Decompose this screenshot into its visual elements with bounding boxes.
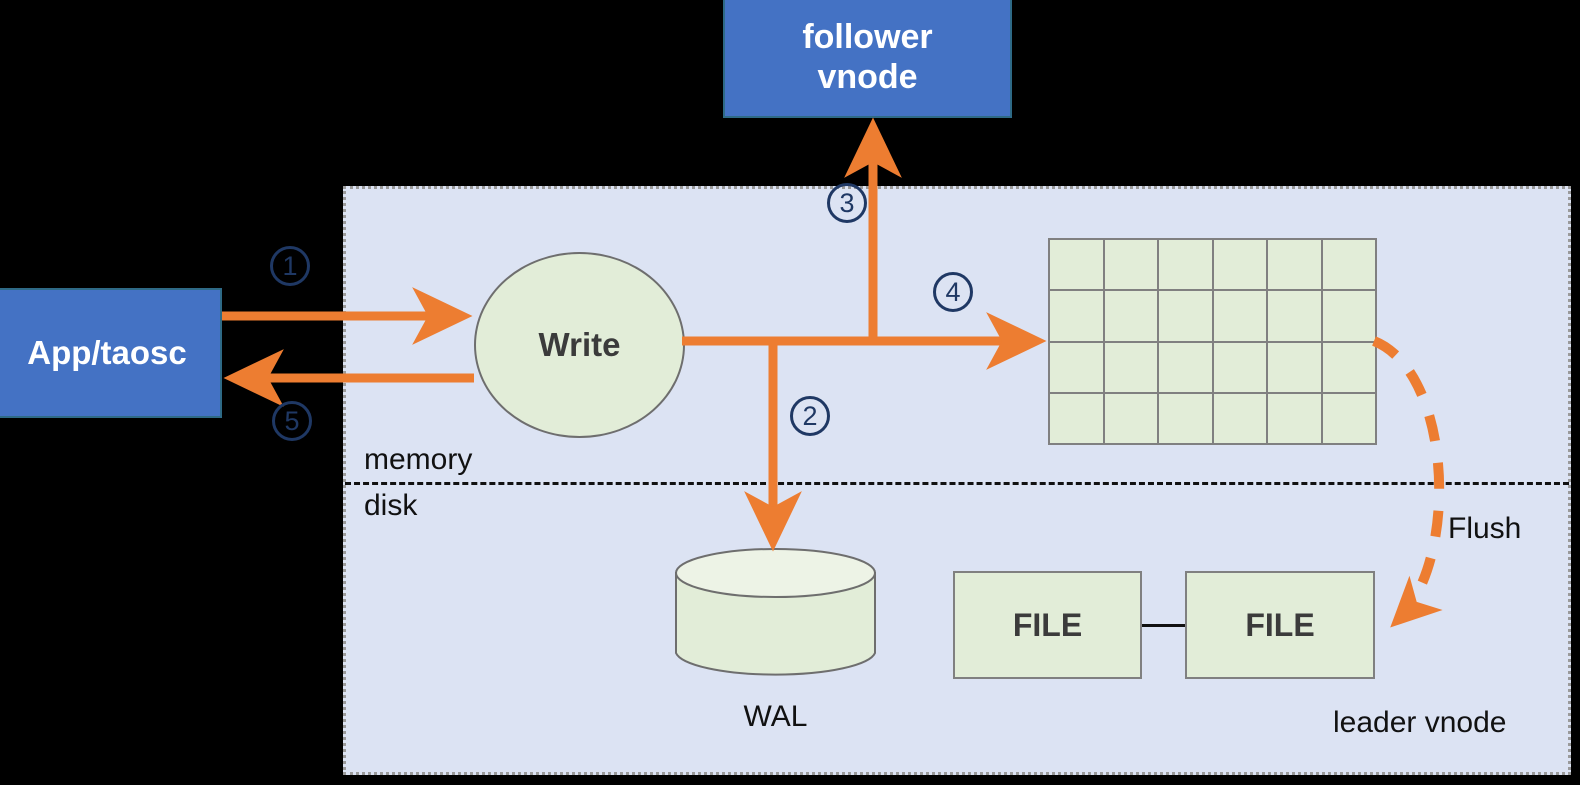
memtable-cell — [1104, 393, 1157, 443]
memtable-cell — [1268, 291, 1321, 341]
file-link-connector — [1142, 624, 1185, 627]
memtable-cell — [1268, 342, 1321, 392]
memtable-cell — [1213, 393, 1266, 443]
file-box-1: FILE — [953, 571, 1142, 679]
memtable-cell — [1213, 291, 1266, 341]
memtable-cell — [1050, 291, 1103, 341]
memtable-cell — [1050, 342, 1103, 392]
disk-zone-label: disk — [364, 489, 418, 522]
memtable-cell — [1050, 393, 1103, 443]
memtable-cell — [1159, 291, 1212, 341]
memtable-grid — [1048, 238, 1377, 445]
memtable-cell — [1159, 393, 1212, 443]
step-number-1: 1 — [270, 246, 310, 286]
memtable-cell — [1322, 291, 1375, 341]
flush-label: Flush — [1448, 512, 1522, 545]
memtable-cell — [1322, 240, 1375, 290]
file-box-2: FILE — [1185, 571, 1375, 679]
memtable-cell — [1322, 342, 1375, 392]
memtable-cell — [1104, 291, 1157, 341]
wal-label: WAL — [743, 700, 808, 733]
memtable-cell — [1322, 393, 1375, 443]
memtable-cell — [1159, 342, 1212, 392]
memtable-cell — [1213, 342, 1266, 392]
step-number-2: 2 — [790, 396, 830, 436]
leader-vnode-label: leader vnode — [1333, 706, 1507, 739]
follower-vnode-box: follower vnode — [723, 0, 1012, 118]
memtable-cell — [1268, 240, 1321, 290]
follower-vnode-label-line2: vnode — [817, 58, 918, 96]
wal-cylinder — [675, 548, 876, 676]
memtable-cell — [1213, 240, 1266, 290]
step-number-5: 5 — [272, 401, 312, 441]
follower-vnode-label-line1: follower — [802, 17, 933, 56]
memtable-cell — [1159, 240, 1212, 290]
follower-vnode-label: follower vnode — [802, 17, 932, 97]
app-taosc-box: App/taosc — [0, 288, 222, 418]
memtable-cell — [1104, 240, 1157, 290]
step-number-4: 4 — [933, 272, 973, 312]
memtable-cell — [1268, 393, 1321, 443]
memtable-cell — [1050, 240, 1103, 290]
step-number-3: 3 — [827, 183, 867, 223]
memory-disk-divider — [345, 482, 1569, 485]
memory-zone-label: memory — [364, 443, 473, 476]
write-node: Write — [474, 252, 685, 438]
memtable-cell — [1104, 342, 1157, 392]
